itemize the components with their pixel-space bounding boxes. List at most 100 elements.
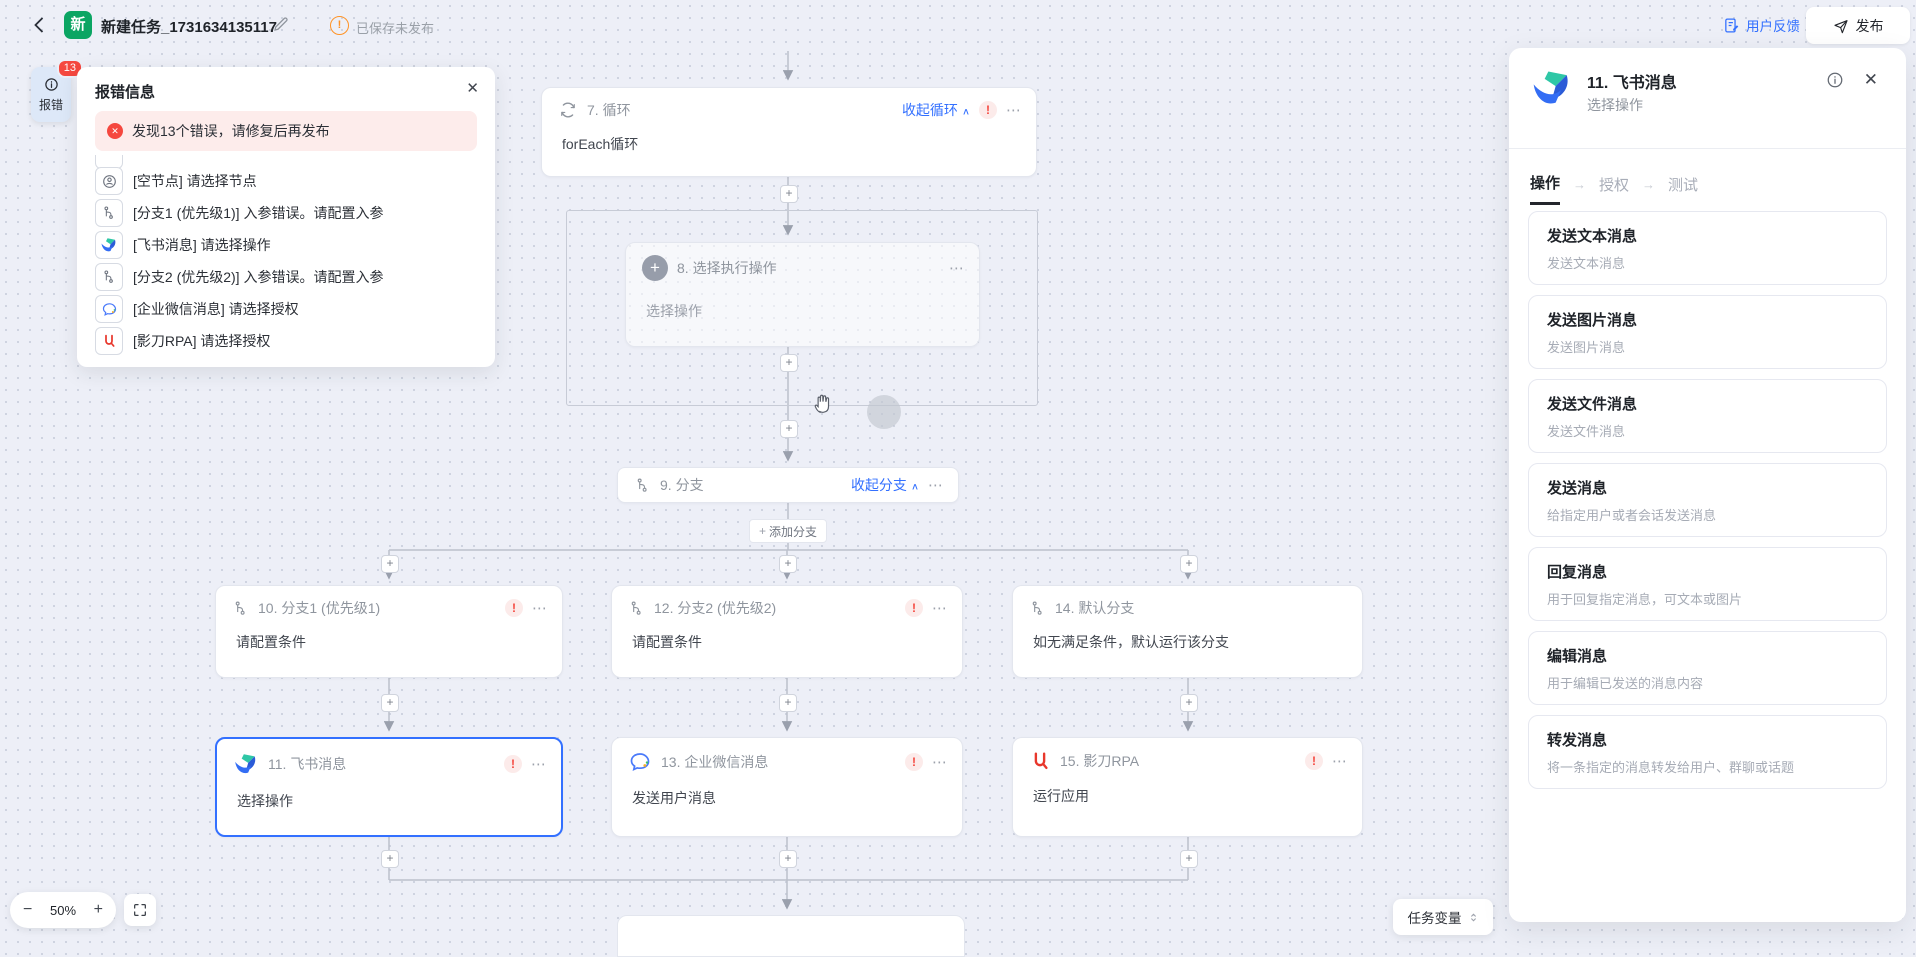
node-body: 运行应用 [1033, 788, 1089, 804]
error-panel: 报错信息 ✕ ✕ 发现13个错误，请修复后再发布 [空节点] 请选择节点 [分支… [77, 67, 495, 367]
node-15-yingdao-rpa[interactable]: 15. 影刀RPA 运行应用 [1012, 737, 1363, 837]
node-error-badge[interactable] [905, 753, 923, 771]
feedback-icon [1725, 17, 1739, 33]
node-title: 13. 企业微信消息 [661, 754, 769, 770]
node-menu-icon[interactable] [531, 755, 547, 773]
node-9-branch[interactable]: 9. 分支 收起分支 [617, 467, 959, 503]
publish-button[interactable]: 发布 [1806, 7, 1910, 44]
node-error-badge[interactable] [505, 599, 523, 617]
node-title: 10. 分支1 (优先级1) [258, 600, 381, 616]
feedback-button[interactable]: 用户反馈 [1723, 15, 1800, 35]
node-8-placeholder[interactable]: 8. 选择执行操作 选择操作 [625, 242, 980, 347]
collapse-branch-link[interactable]: 收起分支 [851, 475, 919, 495]
operation-desc: 用于回复指定消息，可文本或图片 [1547, 592, 1743, 607]
node-13-wecom[interactable]: 13. 企业微信消息 发送用户消息 [611, 737, 963, 837]
node-12-branch2[interactable]: 12. 分支2 (优先级2) 请配置条件 [611, 585, 963, 678]
node-menu-icon[interactable] [932, 599, 948, 617]
fit-view-button[interactable] [124, 894, 156, 926]
add-node-button[interactable] [780, 420, 798, 438]
tab-operation[interactable]: 操作 [1530, 172, 1561, 205]
panel-subtitle: 选择操作 [1587, 97, 1643, 113]
add-node-button[interactable] [1180, 555, 1198, 573]
add-node-button[interactable] [780, 185, 798, 203]
error-list-item[interactable]: [影刀RPA] 请选择授权 [95, 327, 270, 355]
collapse-loop-link[interactable]: 收起循环 [902, 100, 970, 120]
node-title: 14. 默认分支 [1055, 600, 1135, 616]
branch-icon [631, 601, 641, 615]
node-menu-icon[interactable] [928, 476, 944, 494]
operation-card[interactable]: 编辑消息 用于编辑已发送的消息内容 [1528, 631, 1887, 705]
expand-icon [1470, 913, 1476, 921]
task-variables-button[interactable]: 任务变量 [1393, 899, 1493, 935]
zoom-out-button[interactable] [23, 902, 32, 918]
error-alert: ✕ 发现13个错误，请修复后再发布 [95, 111, 477, 151]
node-body: 选择操作 [237, 793, 293, 809]
node-menu-icon[interactable] [1332, 752, 1348, 770]
node-10-branch1[interactable]: 10. 分支1 (优先级1) 请配置条件 [215, 585, 563, 678]
add-node-button[interactable] [381, 694, 399, 712]
node-menu-icon[interactable] [932, 753, 948, 771]
task-type-badge: 新 [64, 11, 92, 39]
add-node-button[interactable] [381, 850, 399, 868]
tab-authorization[interactable]: 授权 [1599, 176, 1630, 194]
add-branch-label: 添加分支 [769, 524, 818, 539]
error-list-item[interactable]: [分支1 (优先级1)] 入参错误。请配置入参 [95, 199, 383, 227]
arrow-right-icon: → [1573, 176, 1587, 192]
node-menu-icon[interactable] [949, 259, 965, 277]
add-node-button[interactable] [381, 555, 399, 573]
node-menu-icon[interactable] [1006, 101, 1022, 119]
operation-desc: 发送文本消息 [1547, 256, 1626, 271]
close-icon[interactable]: ✕ [466, 80, 479, 97]
node-error-badge[interactable] [905, 599, 923, 617]
node-config-panel: 11. 飞书消息 选择操作 ✕ 操作 → 授权 → 测试 发送文本消息 发送文本… [1509, 48, 1906, 922]
info-icon[interactable] [1826, 71, 1844, 89]
operation-card[interactable]: 发送文本消息 发送文本消息 [1528, 211, 1887, 285]
operation-desc: 将一条指定的消息转发给用户、群聊或话题 [1547, 760, 1795, 775]
add-node-button[interactable] [779, 850, 797, 868]
back-icon[interactable] [28, 13, 52, 37]
operation-title: 发送消息 [1547, 480, 1608, 497]
node-error-badge[interactable] [979, 101, 997, 119]
plus-circle-icon [642, 255, 668, 281]
fit-view-icon [134, 904, 146, 916]
error-report-button[interactable]: 13 报错 [31, 59, 83, 122]
node-bottom-partial[interactable] [617, 915, 965, 957]
operation-title: 发送文件消息 [1547, 396, 1638, 413]
node-7-loop[interactable]: 7. 循环 收起循环 forEach循环 [541, 87, 1037, 177]
operation-card[interactable]: 发送文件消息 发送文件消息 [1528, 379, 1887, 453]
node-body: 选择操作 [646, 303, 702, 319]
zoom-in-button[interactable] [94, 902, 103, 918]
node-menu-icon[interactable] [532, 599, 548, 617]
add-node-button[interactable] [1180, 694, 1198, 712]
add-node-button[interactable] [1180, 850, 1198, 868]
error-panel-title: 报错信息 [95, 84, 156, 101]
operation-title: 发送文本消息 [1547, 228, 1638, 245]
error-list-item[interactable]: [空节点] 请选择节点 [95, 167, 257, 195]
wecom-icon [630, 753, 650, 771]
operation-card[interactable]: 发送图片消息 发送图片消息 [1528, 295, 1887, 369]
close-icon[interactable]: ✕ [1863, 70, 1878, 89]
edit-title-icon[interactable] [272, 15, 290, 33]
error-item-text: [飞书消息] 请选择操作 [133, 237, 271, 253]
error-list-item[interactable]: [企业微信消息] 请选择授权 [95, 295, 299, 323]
operation-card[interactable]: 回复消息 用于回复指定消息，可文本或图片 [1528, 547, 1887, 621]
operation-card[interactable]: 发送消息 给指定用户或者会话发送消息 [1528, 463, 1887, 537]
top-bar: 新 新建任务_1731634135117 ! 已保存未发布 用户反馈 发布 [0, 0, 1916, 51]
save-status: 已保存未发布 [356, 21, 435, 36]
operation-title: 转发消息 [1547, 732, 1608, 749]
node-14-default-branch[interactable]: 14. 默认分支 如无满足条件，默认运行该分支 [1012, 585, 1363, 678]
node-error-badge[interactable] [504, 755, 522, 773]
arrow-right-icon: → [1642, 176, 1656, 192]
error-item-text: [企业微信消息] 请选择授权 [133, 301, 299, 317]
error-list-item[interactable]: [飞书消息] 请选择操作 [95, 231, 271, 259]
operation-card[interactable]: 转发消息 将一条指定的消息转发给用户、群聊或话题 [1528, 715, 1887, 789]
operation-title: 回复消息 [1547, 564, 1608, 581]
add-node-button[interactable] [779, 694, 797, 712]
error-list-item[interactable]: [分支2 (优先级2)] 入参错误。请配置入参 [95, 263, 383, 291]
add-branch-button[interactable]: 添加分支 [749, 519, 827, 543]
node-error-badge[interactable] [1305, 752, 1323, 770]
node-11-feishu[interactable]: 11. 飞书消息 选择操作 [215, 737, 563, 837]
add-node-button[interactable] [780, 354, 798, 372]
add-node-button[interactable] [779, 555, 797, 573]
tab-test[interactable]: 测试 [1668, 176, 1699, 194]
